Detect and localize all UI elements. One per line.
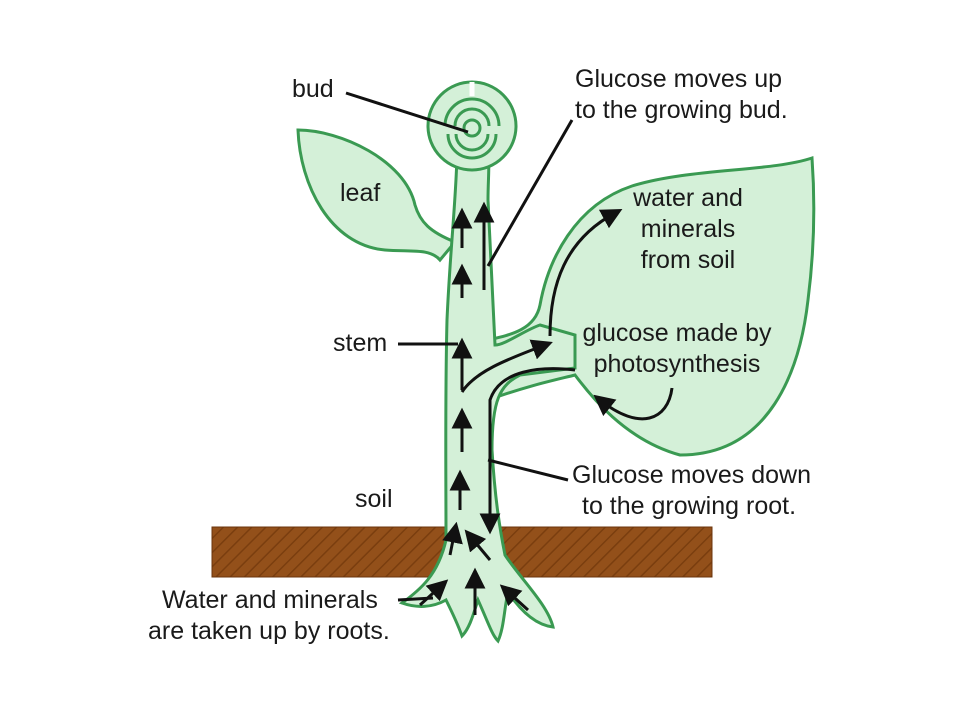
- water-line-1: water and: [633, 184, 743, 212]
- glucose-made-line-2: photosynthesis: [593, 350, 761, 378]
- label-water-from-soil: water and minerals from soil: [618, 183, 758, 276]
- water-line-3: from soil: [640, 246, 736, 274]
- roots-line-2: are taken up by roots.: [148, 617, 390, 645]
- glucose-up-line-1: Glucose moves up: [575, 65, 783, 93]
- glucose-down-line-2: to the growing root.: [582, 492, 797, 520]
- bud: [426, 80, 518, 172]
- transport-arrows: [418, 201, 674, 615]
- left-leaf: [296, 128, 458, 263]
- label-soil: soil: [355, 485, 393, 513]
- glucose-down-line-1: Glucose moves down: [572, 461, 812, 489]
- glucose-up-line-2: to the growing bud.: [575, 96, 788, 124]
- label-leaf: leaf: [340, 179, 381, 207]
- label-roots-take-up: Water and minerals are taken up by roots…: [148, 585, 390, 647]
- label-glucose-up: Glucose moves up to the growing bud.: [575, 64, 788, 126]
- label-stem: stem: [333, 329, 388, 357]
- leader-lines: [345, 91, 574, 602]
- glucose-made-line-1: glucose made by: [582, 319, 772, 347]
- label-glucose-made: glucose made by photosynthesis: [572, 318, 782, 380]
- roots-line-1: Water and minerals: [162, 586, 378, 614]
- label-glucose-down: Glucose moves down to the growing root.: [572, 460, 811, 522]
- stem-and-roots: [398, 148, 577, 644]
- water-line-2: minerals: [640, 215, 736, 243]
- label-bud: bud: [292, 75, 334, 103]
